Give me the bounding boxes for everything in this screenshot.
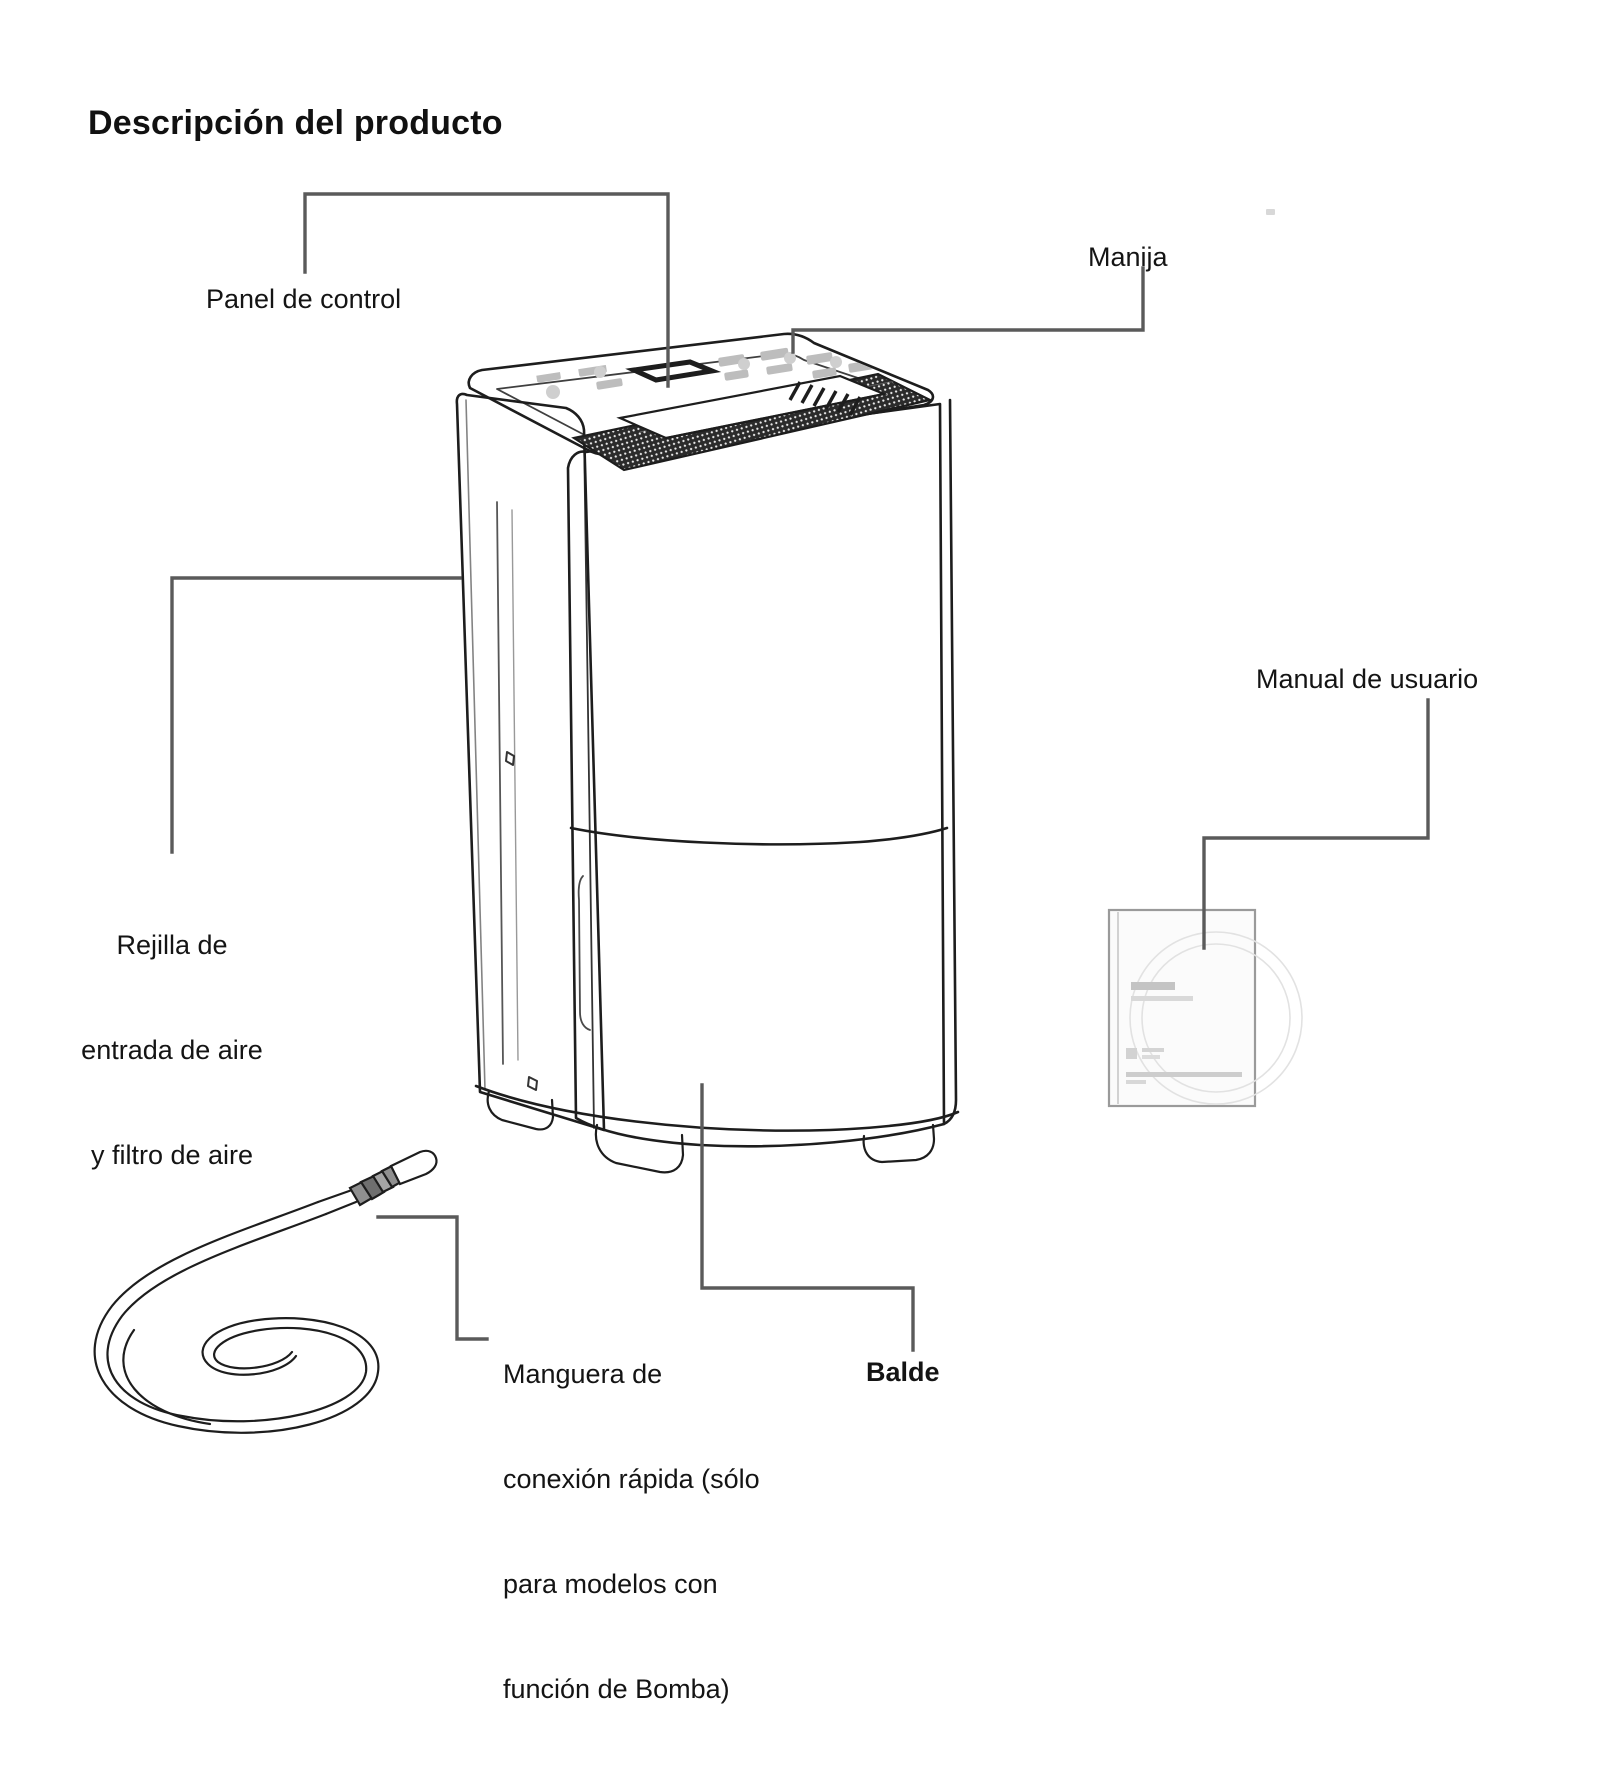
label-manual-de-usuario: Manual de usuario bbox=[1256, 662, 1478, 697]
hose-coil-inner-a bbox=[122, 1328, 212, 1426]
callout-manguera bbox=[376, 1215, 489, 1341]
label-rejilla-entrada-aire: Rejilla de entrada de aire y filtro de a… bbox=[62, 858, 282, 1243]
foot-front-left bbox=[594, 1123, 685, 1174]
side-intake-grille-edge bbox=[511, 509, 519, 1061]
exhaust-mesh-grille bbox=[571, 372, 934, 472]
label-manguera-line-4: función de Bomba) bbox=[503, 1674, 730, 1704]
hose-coil-outer-b bbox=[106, 1212, 368, 1423]
foot-front-right bbox=[862, 1123, 936, 1164]
bucket-seam bbox=[569, 826, 949, 846]
hose-straight-b bbox=[324, 1200, 358, 1216]
control-panel[interactable] bbox=[536, 347, 873, 399]
base-line bbox=[474, 1084, 960, 1132]
display-window bbox=[625, 359, 722, 383]
callout-rejilla bbox=[170, 576, 462, 854]
hose-straight-a bbox=[316, 1188, 354, 1204]
label-manija: Manija bbox=[1088, 240, 1168, 275]
front-fascia bbox=[566, 402, 946, 1148]
label-balde-text: Balde bbox=[866, 1357, 940, 1387]
hose-nozzle bbox=[389, 1149, 438, 1186]
label-rejilla-line-3: y filtro de aire bbox=[90, 1140, 254, 1170]
body-crease bbox=[583, 431, 595, 1129]
side-intake-grille bbox=[496, 501, 504, 1065]
label-balde: Balde bbox=[866, 1355, 940, 1390]
page-title: Descripción del producto bbox=[88, 104, 503, 142]
label-rejilla-line-1: Rejilla de bbox=[116, 930, 228, 960]
control-panel-icons bbox=[546, 352, 842, 399]
label-manguera-line-3: para modelos con bbox=[503, 1569, 718, 1599]
scan-artifact-speck bbox=[1266, 209, 1275, 215]
label-manguera-conexion-rapida: Manguera de conexión rápida (sólo para m… bbox=[503, 1287, 760, 1777]
label-manguera-line-2: conexión rápida (sólo bbox=[503, 1464, 760, 1494]
front-vent-slot bbox=[577, 875, 591, 1031]
hose-coupler bbox=[348, 1164, 403, 1207]
hose-coil-outer-a bbox=[93, 1200, 380, 1434]
diagram-canvas: Descripción del producto bbox=[62, 104, 1478, 1704]
label-manguera-line-1: Manguera de bbox=[503, 1359, 663, 1389]
label-panel-de-control-text: Panel de control bbox=[206, 284, 402, 314]
side-depth-line bbox=[465, 399, 486, 1091]
callout-balde bbox=[700, 1083, 915, 1352]
label-panel-de-control: Panel de control bbox=[206, 282, 401, 317]
quick-connect-drain-hose bbox=[93, 1149, 438, 1434]
callout-panel-de-control bbox=[303, 192, 670, 388]
illustration-layer bbox=[93, 332, 1303, 1434]
label-rejilla-line-2: entrada de aire bbox=[81, 1035, 263, 1065]
callout-manual bbox=[1202, 698, 1430, 950]
callout-leader-lines bbox=[170, 192, 1430, 1352]
side-fasteners bbox=[505, 751, 538, 1091]
feet bbox=[486, 1089, 936, 1174]
callout-manija bbox=[791, 266, 1145, 354]
louver-shadow bbox=[665, 393, 885, 439]
label-manual-de-usuario-text: Manual de usuario bbox=[1256, 664, 1479, 694]
foot-left-rear bbox=[486, 1089, 555, 1131]
label-manija-text: Manija bbox=[1088, 242, 1168, 272]
user-manual-booklet bbox=[1107, 908, 1303, 1108]
